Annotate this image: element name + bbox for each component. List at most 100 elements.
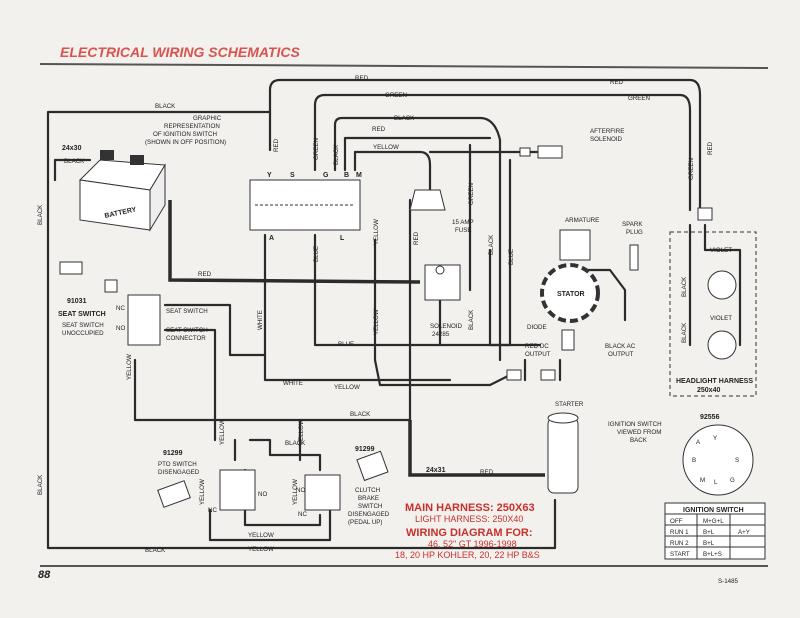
wire-output-stubs [523,358,562,382]
page-number: 88 [38,569,51,581]
ign-face-l3: BACK [630,437,648,444]
header-rule [39,63,769,69]
clutch-l3: SWITCH [358,503,382,510]
lbl-blue: BLUE [338,341,354,348]
diode-outputs: DIODE RED DC OUTPUT BLACK AC OUTPUT [506,324,636,381]
clutch-brake-switch: 91299 CLUTCH BRAKE SWITCH DISENGAGED (PE… [296,446,390,526]
page-title: ELECTRICAL WIRING SCHEMATICS [60,44,300,60]
starter-cable: 24x31 [426,467,446,474]
wire-red-inner [343,136,492,172]
red-dc-l1: RED DC [525,343,549,350]
wire-yellow-upper [353,150,432,202]
battery: 24x30 BATTERY BLACK [53,145,166,232]
wire-seat-2 [163,328,217,442]
term-g: G [323,172,329,179]
harness-info: MAIN HARNESS: 250X63 LIGHT HARNESS: 250X… [395,502,540,560]
ign-graphic-l1: GRAPHIC [193,115,222,122]
face-g: G [730,477,735,484]
term-y: Y [267,172,272,179]
fuse-l2: FUSE [455,227,472,234]
seat-conn-l2: CONNECTOR [166,335,206,342]
ign-graphic-l3: OF IGNITION SWITCH [153,131,217,138]
lbl-yellow-1: YELLOW [373,144,399,151]
main-harness: MAIN HARNESS: 250X63 [405,502,535,514]
seat-switch-l3: UNOCCUPIED [62,330,104,337]
starter-label: STARTER [555,401,584,408]
lbl-black-7: BLACK [37,474,44,495]
lbl-black-4: BLACK [285,440,306,447]
lbl-red-7: RED [707,141,714,155]
solenoid-l1: SOLENOID [430,323,463,330]
violet-2: VIOLET [710,315,732,322]
fuse-l1: 15 AMP [452,219,474,226]
wire-labels: RED RED GREEN GREEN BLACK BLACK RED YELL… [37,75,714,554]
wire-black-mid [133,358,412,422]
lbl-green-3: GREEN [313,138,320,160]
pto-l1: PTO SWITCH [158,461,197,468]
wire-black-inner [333,116,502,362]
wiring-diagram-for: WIRING DIAGRAM FOR: [406,527,532,539]
starter: STARTER 24x31 RED [426,401,584,494]
spark-plug-l1: SPARK [622,221,643,228]
ign-face-l1: IGNITION SWITCH [608,421,662,428]
term-l: L [340,235,345,242]
row-1-col-1: B+L [703,529,715,536]
lbl-black-9: BLACK [488,234,495,255]
clutch-l5: (PEDAL UP) [348,519,383,526]
black-ac-l2: OUTPUT [608,351,634,358]
clutch-nc: NC [298,511,307,518]
headlight-black-1: BLACK [681,276,688,297]
wire-black-stator [488,248,542,347]
lbl-black-10: BLACK [468,309,475,330]
wire-ground [573,268,627,322]
stator-label: STATOR [557,291,585,298]
seat-no: NO [116,325,125,332]
wire-white [263,233,452,382]
wire-black-lower [248,438,322,472]
lbl-yellow-4: YELLOW [248,546,274,553]
clutch-no: NO [296,487,305,494]
fuse: 15 AMP FUSE [409,189,474,234]
term-m: M [356,172,362,179]
pto-nc: NC [208,507,217,514]
row-1-col-0: RUN 1 [670,529,689,536]
violet-1: VIOLET [710,247,732,254]
wire-yellow-bottom [208,508,332,542]
term-b: B [344,172,349,179]
lbl-black-6: BLACK [37,204,44,225]
headlight-black-2: BLACK [681,322,688,343]
ignition-table: IGNITION SWITCH OFF M+G+L RUN 1 B+L A+Y … [664,502,766,560]
lbl-black-8: BLACK [333,144,340,165]
black-ac-l1: BLACK AC [605,343,636,350]
lbl-green-2: GREEN [628,95,650,102]
wires [46,78,742,550]
seat-switch-part: 91031 [67,298,87,305]
pto-l2: DISENGAGED [158,469,200,476]
lbl-green-1: GREEN [385,92,407,99]
seat-switch-l1: SEAT SWITCH [58,311,106,318]
engines: 18, 20 HP KOHLER, 20, 22 HP B&S [395,550,540,560]
seat-conn-l1: SEAT SWITCH [166,327,208,334]
lbl-red-3: RED [372,126,386,133]
lbl-blue-3: BLUE [508,249,515,265]
pto-no: NO [258,491,267,498]
lbl-green-4: GREEN [468,183,475,205]
diode-label: DIODE [527,324,547,331]
afterfire-l1: AFTERFIRE [590,128,624,135]
afterfire-solenoid: AFTERFIRE SOLENOID [519,128,624,159]
wire-yellow-mid [373,238,512,387]
wire-red-battery [168,200,421,284]
seat-switch-l2: SEAT SWITCH [62,322,104,329]
ign-face-l2: VIEWED FROM [617,429,661,436]
face-s: S [735,457,739,464]
lbl-red-1: RED [355,75,369,82]
doc-code: S-1485 [718,578,739,585]
term-s: S [290,172,295,179]
term-a: A [269,235,274,242]
lbl-red-4: RED [198,271,212,278]
seat-switch-label: SEAT SWITCH [166,308,208,315]
clutch-l1: CLUTCH [355,487,380,494]
seat-nc: NC [116,305,125,312]
ignition-switch-graphic: GRAPHIC REPRESENTATION OF IGNITION SWITC… [145,115,362,242]
